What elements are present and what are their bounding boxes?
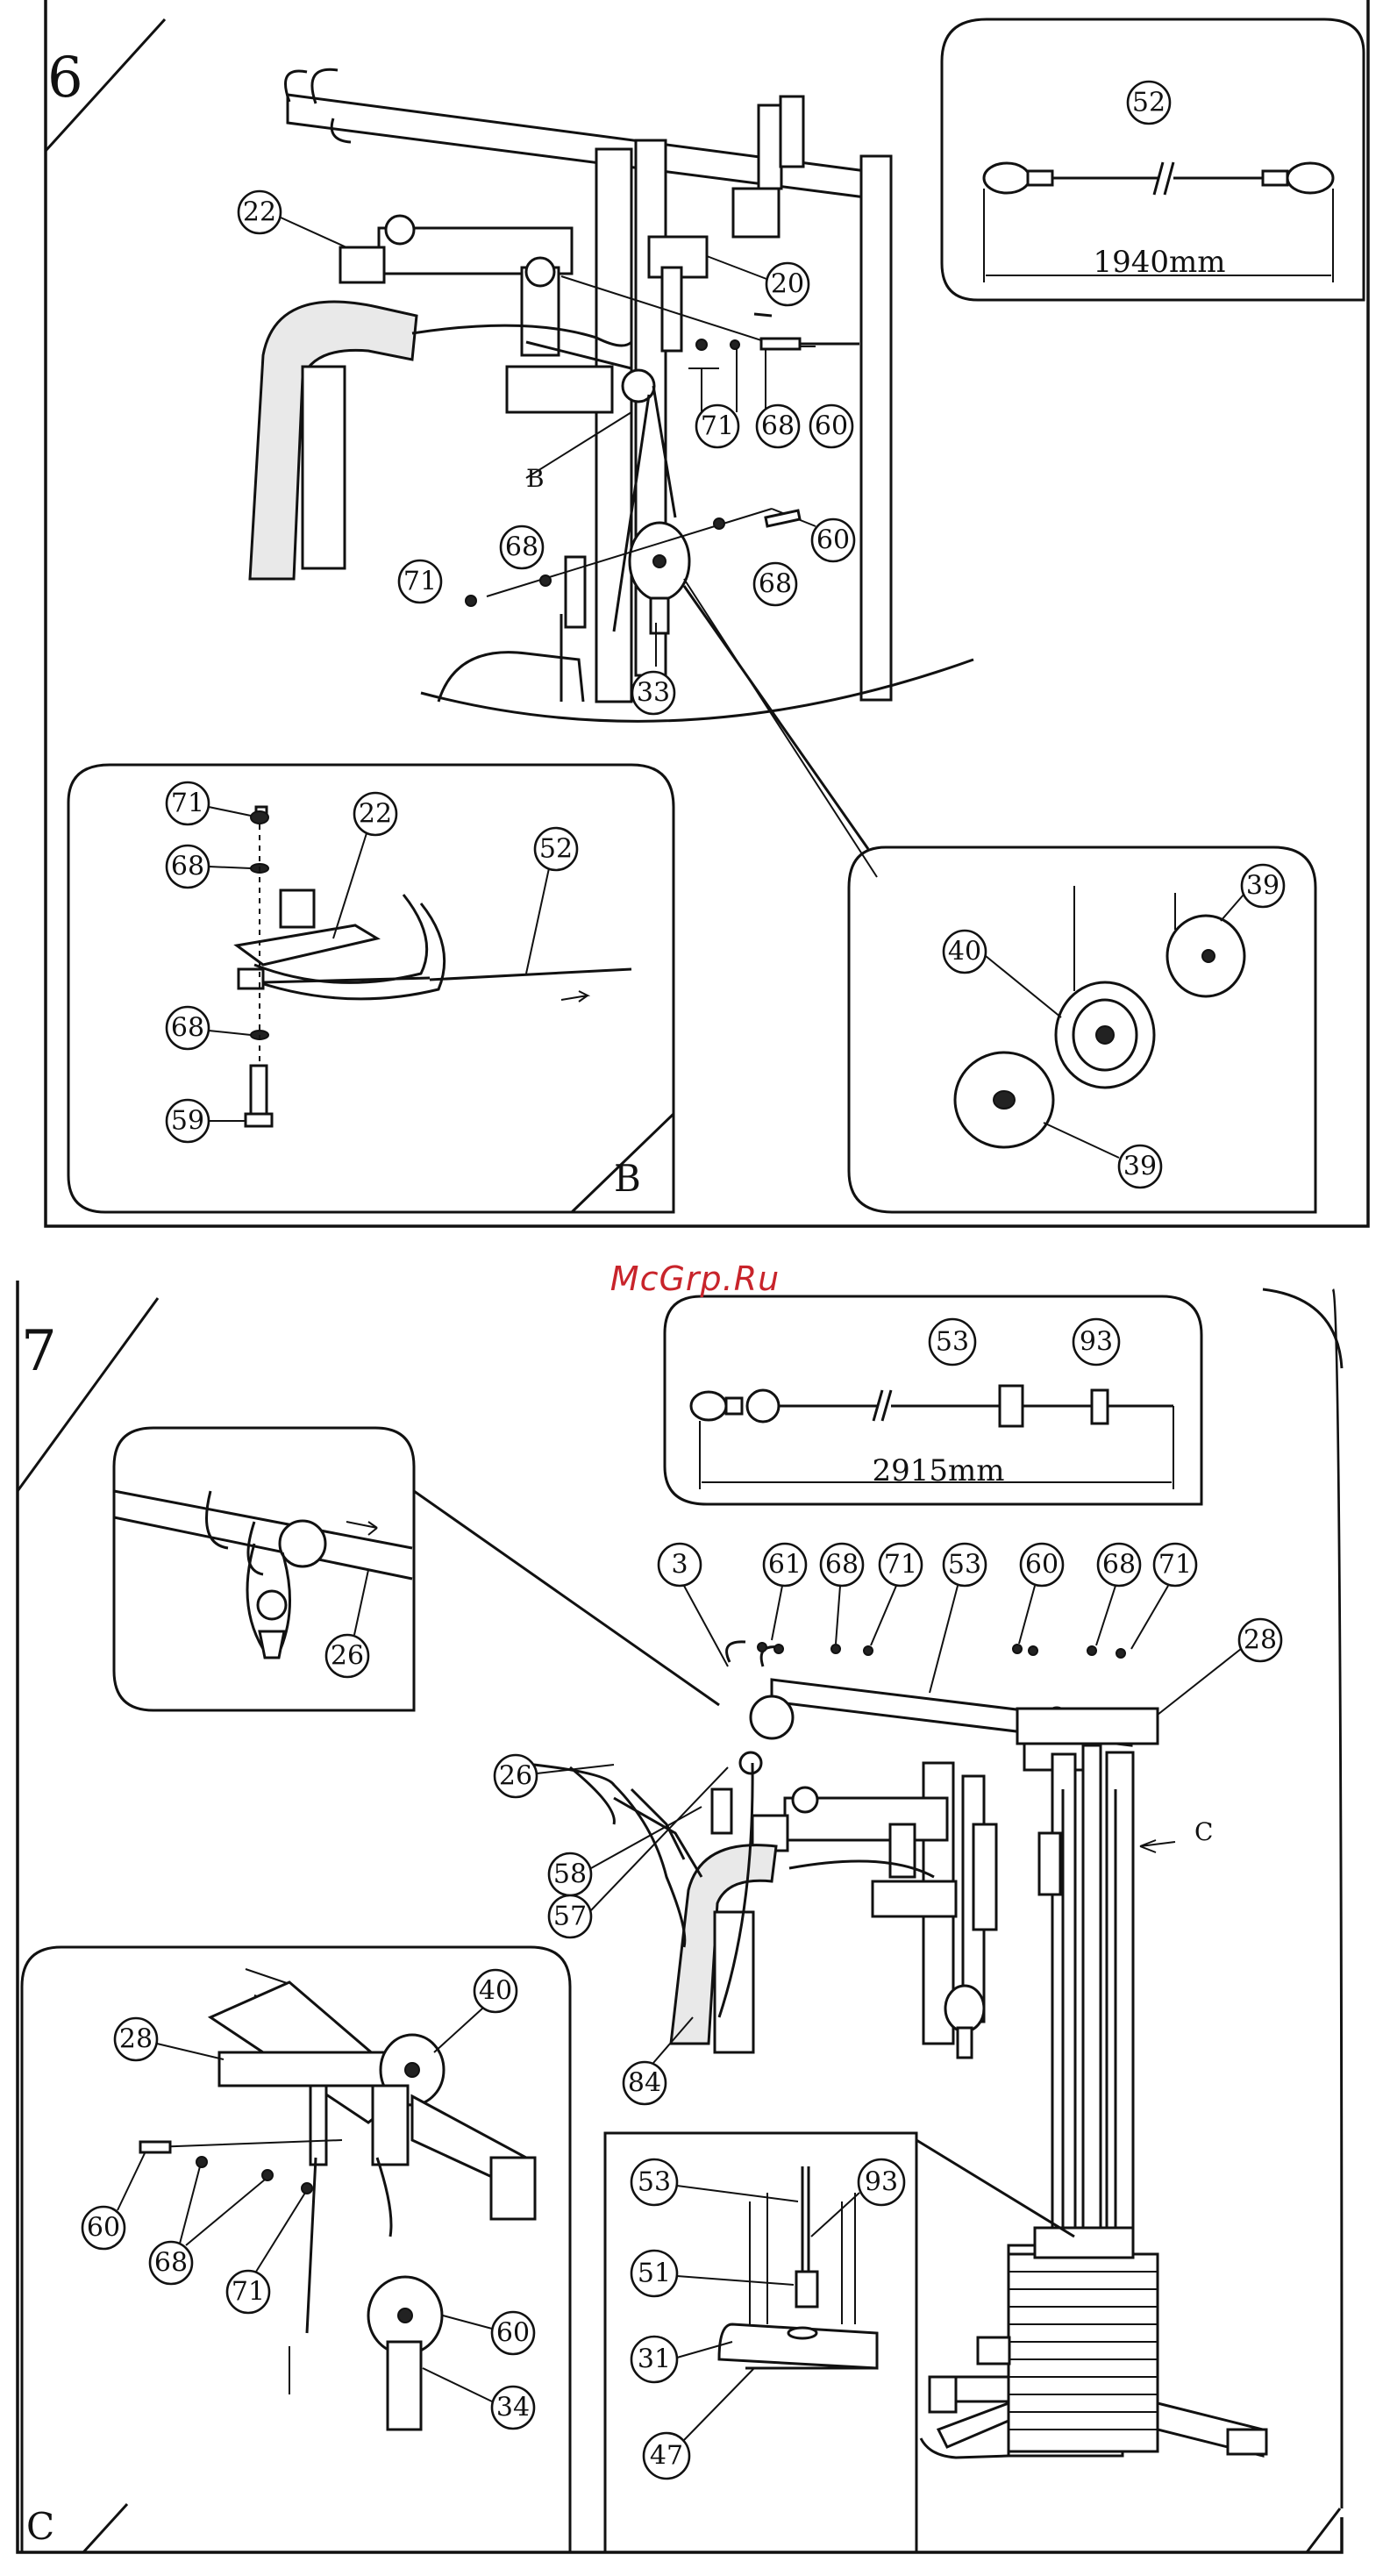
weight-stack [1009, 2254, 1158, 2451]
part-label-68: 68 [154, 2248, 188, 2279]
detail-b-inset: B 71 68 22 52 [68, 765, 674, 1212]
detail-c-letter: C [26, 2505, 54, 2548]
cable-53-inset: 53 93 2915mm [665, 1296, 1201, 1504]
part-label-71: 71 [701, 411, 734, 442]
cable-52-length: 1940mm [1093, 245, 1225, 280]
part-label-60: 60 [496, 2318, 530, 2349]
part-label-33: 33 [637, 678, 670, 709]
cable-52-inset: 52 1940mm [942, 19, 1364, 300]
detail-c-inset: C 40 28 60 [22, 1947, 570, 2552]
step-6-machine-drawing [250, 69, 973, 877]
part-label-60: 60 [1025, 1550, 1059, 1581]
part-label-71: 71 [1158, 1550, 1192, 1581]
step-7-number: 7 [21, 1319, 57, 1384]
part-label-53: 53 [936, 1327, 969, 1358]
part-label-68: 68 [1102, 1550, 1136, 1581]
part-label-68: 68 [759, 569, 792, 600]
part-label-22: 22 [359, 799, 392, 830]
part-label-47: 47 [650, 2441, 683, 2472]
part-label-26: 26 [499, 1761, 532, 1792]
part-label-58: 58 [553, 1859, 587, 1890]
part-label-71: 71 [232, 2277, 265, 2308]
pulley-detail-inset: 40 39 39 [684, 586, 1315, 1212]
part-label-68: 68 [505, 532, 538, 563]
watermark: McGrp.Ru [0, 1259, 1390, 1298]
part-label-22: 22 [243, 197, 276, 228]
part-label-53: 53 [948, 1550, 981, 1581]
part-label-61: 61 [768, 1550, 802, 1581]
part-label-39: 39 [1123, 1152, 1157, 1182]
part-label-3: 3 [671, 1550, 688, 1581]
part-label-60: 60 [815, 411, 848, 442]
part-label-28: 28 [1244, 1625, 1277, 1656]
step-6-panel: 6 52 1940mm [46, 0, 1368, 1226]
part-label-60: 60 [87, 2213, 120, 2244]
part-label-71: 71 [884, 1550, 917, 1581]
detail-b-letter: B [614, 1157, 641, 1200]
part-label-68: 68 [171, 852, 204, 882]
part-label-28: 28 [119, 2024, 153, 2055]
part-label-71: 71 [171, 788, 204, 819]
handle-detail-inset: 26 [114, 1428, 719, 1710]
part-label-39: 39 [1246, 871, 1280, 902]
part-label-71: 71 [403, 567, 437, 597]
part-label-20: 20 [771, 269, 804, 300]
part-label-51: 51 [638, 2258, 671, 2289]
part-label-53: 53 [638, 2167, 671, 2198]
part-label-93: 93 [1080, 1327, 1113, 1358]
part-label-40: 40 [479, 1976, 512, 2007]
part-label-84: 84 [628, 2068, 661, 2099]
part-label-68: 68 [825, 1550, 859, 1581]
part-label-93: 93 [865, 2167, 898, 2198]
part-label-31: 31 [638, 2344, 671, 2375]
step-7-panel: 7 53 93 2915mm [18, 1281, 1342, 2552]
detail-c-pointer: C [1194, 1817, 1213, 1846]
part-label-34: 34 [496, 2393, 530, 2423]
part-label-40: 40 [948, 937, 981, 967]
part-label-68: 68 [761, 411, 795, 442]
part-label-52: 52 [1132, 88, 1165, 118]
part-label-59: 59 [171, 1106, 204, 1137]
part-label-26: 26 [331, 1641, 364, 1672]
part-label-52: 52 [539, 834, 573, 865]
cable-53-length: 2915mm [872, 1453, 1004, 1488]
step-6-number: 6 [47, 46, 83, 111]
part-label-60: 60 [816, 525, 850, 556]
detail-b-pointer: B [526, 464, 545, 493]
step-7-machine-drawing [517, 1642, 1266, 2458]
part-label-57: 57 [553, 1902, 587, 1932]
part-label-68: 68 [171, 1013, 204, 1044]
